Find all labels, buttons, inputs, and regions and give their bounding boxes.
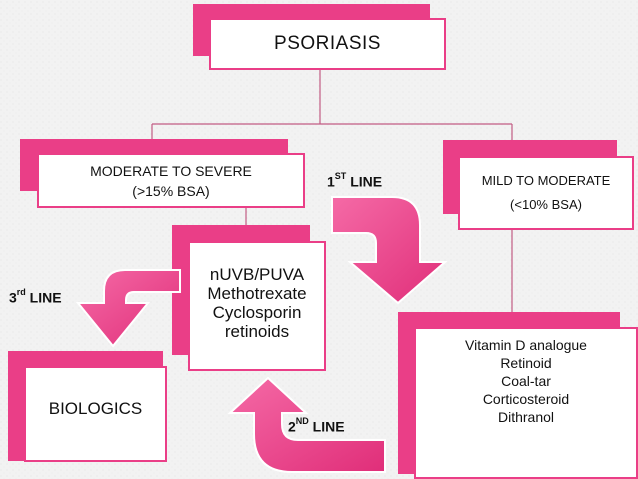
mild-moderate-title: MILD TO MODERATE — [481, 173, 611, 188]
third-line-label: 3rd LINE — [9, 287, 62, 306]
systemic-item: nUVB/PUVA — [209, 265, 305, 284]
second-line-arrow — [227, 376, 386, 473]
third-line-arrow — [75, 269, 181, 348]
topical-item: Coal-tar — [501, 373, 551, 389]
systemic-item: Cyclosporin — [212, 303, 302, 322]
systemic-item: Methotrexate — [207, 284, 307, 303]
moderate-severe-node: MODERATE TO SEVERE (>15% BSA) — [37, 153, 305, 208]
mild-moderate-bsa: (<10% BSA) — [510, 197, 582, 212]
biologics-node: BIOLOGICS — [48, 399, 143, 418]
topical-item: Vitamin D analogue — [465, 337, 587, 353]
topical-item: Corticosteroid — [482, 391, 570, 407]
mild-moderate-node: MILD TO MODERATE (<10% BSA) — [458, 156, 634, 230]
moderate-severe-title: MODERATE TO SEVERE — [90, 162, 252, 179]
root-node-label: PSORIASIS — [274, 33, 381, 54]
systemic-therapy-list: nUVB/PUVA Methotrexate Cyclosporin retin… — [188, 238, 326, 368]
topical-item: Dithranol — [497, 409, 555, 425]
mild-moderate-box — [458, 156, 634, 230]
topical-therapy-list: Vitamin D analogue Retinoid Coal-tar Cor… — [414, 336, 638, 426]
first-line-label: 1ST LINE — [327, 171, 383, 190]
biologics-box — [24, 366, 167, 462]
moderate-severe-bsa: (>15% BSA) — [132, 182, 210, 199]
topical-item: Retinoid — [500, 355, 552, 371]
first-line-arrow — [331, 196, 448, 305]
systemic-box — [188, 241, 326, 371]
moderate-severe-box — [37, 153, 305, 208]
second-line-label: 2ND LINE — [288, 416, 345, 435]
topical-box — [414, 327, 638, 479]
systemic-item: retinoids — [224, 322, 290, 341]
root-node-box — [209, 18, 446, 70]
